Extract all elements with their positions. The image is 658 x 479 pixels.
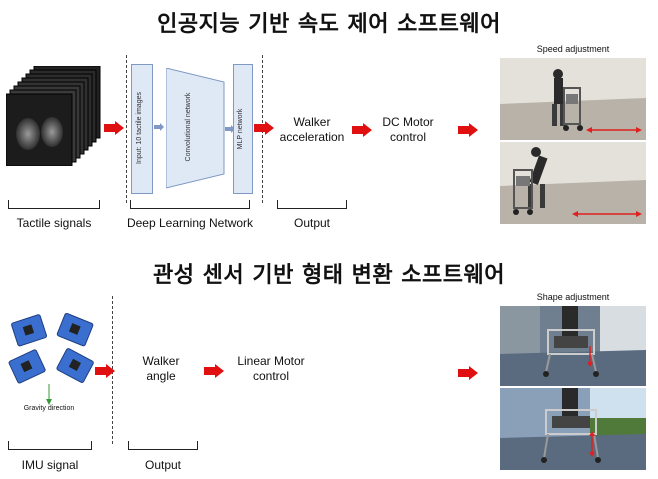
output-label: Output — [293, 216, 331, 230]
red-arrow-icon — [104, 121, 124, 135]
gravity-arrow-icon — [46, 384, 52, 405]
gravity-direction-label: Gravity direction — [23, 405, 75, 412]
red-arrow-icon — [458, 123, 478, 137]
imu-sensor-boards — [6, 312, 100, 386]
input-layer — [131, 64, 153, 194]
blue-arrow-icon — [154, 123, 164, 131]
speed-adjustment-caption: Speed adjustment — [536, 44, 610, 54]
red-arrow-icon — [458, 366, 478, 380]
walker-acceleration-label: Walker acceleration — [279, 115, 345, 144]
section2-title: 관성 센서 기반 형태 변환 소프트웨어 — [153, 263, 505, 288]
red-arrow-icon — [95, 364, 115, 378]
speed-photo-top — [500, 58, 646, 140]
walker-angle-label: Walker angle — [142, 354, 180, 383]
tactile-signals-label: Tactile signals — [16, 216, 92, 230]
shape-adjustment-caption: Shape adjustment — [536, 292, 610, 302]
input-layer-label: Input: 10 tactile images — [136, 92, 143, 164]
conv-layer-label: Convolutional network — [185, 92, 192, 162]
shape-photo-top — [500, 306, 646, 386]
imu-signal-label: IMU signal — [21, 458, 79, 472]
bracket — [277, 200, 347, 209]
tactile-image-stack — [5, 65, 102, 167]
dashed-divider — [126, 55, 127, 203]
shape-photo-bottom — [500, 388, 646, 470]
red-arrow-icon — [254, 121, 274, 135]
mlp-layer — [233, 64, 253, 194]
red-arrow-icon — [204, 364, 224, 378]
convolutional-layer — [166, 68, 225, 189]
deep-learning-label: Deep Learning Network — [126, 216, 254, 230]
red-arrow-icon — [352, 123, 372, 137]
bracket — [128, 441, 198, 450]
output-label: Output — [144, 458, 182, 472]
blue-arrow-icon — [225, 125, 235, 133]
section1-title: 인공지능 기반 속도 제어 소프트웨어 — [157, 12, 501, 37]
speed-photo-bottom — [500, 142, 646, 224]
mlp-layer-label: MLP network — [237, 108, 244, 150]
dc-motor-label: DC Motor control — [382, 115, 434, 144]
bracket — [8, 441, 92, 450]
bracket — [130, 200, 250, 209]
bracket — [8, 200, 100, 209]
linear-motor-label: Linear Motor control — [237, 354, 305, 383]
